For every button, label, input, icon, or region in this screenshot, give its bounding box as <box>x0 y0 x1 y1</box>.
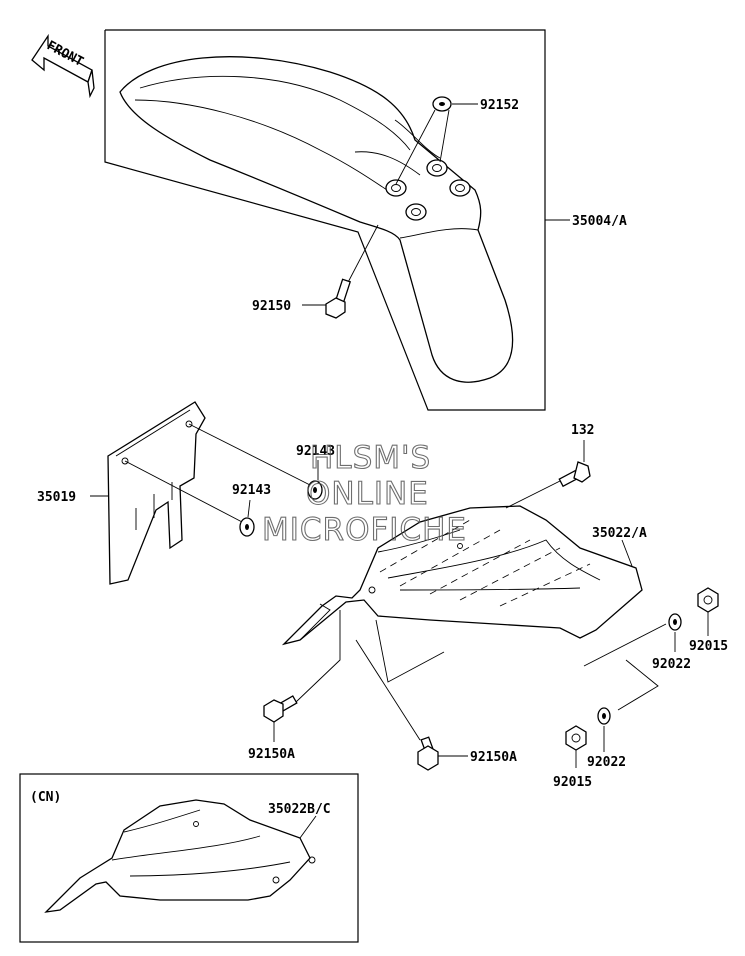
watermark-line-2: ONLINE <box>306 476 429 512</box>
label-92150: 92150 <box>252 299 291 314</box>
label-132: 132 <box>571 423 594 438</box>
leader-92143-b <box>124 460 245 524</box>
leader-92150A-a <box>295 610 341 703</box>
nut-92015-a <box>697 587 719 636</box>
bolt-92150A-a <box>263 695 298 742</box>
label-92150A-b: 92150A <box>470 750 517 765</box>
label-92022-a: 92022 <box>652 657 691 672</box>
label-35004A: 35004/A <box>572 214 627 229</box>
cn-inset-frame <box>19 773 359 943</box>
bolt-92150A-b <box>417 736 468 771</box>
label-35022BC: 35022B/C <box>268 802 331 817</box>
leader-lower-pair <box>617 659 659 711</box>
washer-92143-b <box>239 499 255 537</box>
watermark-line-1: HLSM'S <box>310 440 431 476</box>
label-35019: 35019 <box>37 490 76 505</box>
screw-132 <box>505 440 591 509</box>
label-92143-b: 92143 <box>232 483 271 498</box>
label-92143-a: 92143 <box>296 444 335 459</box>
leader-92143-a <box>188 423 313 487</box>
front-fender <box>119 56 514 383</box>
label-92015-b: 92015 <box>553 775 592 790</box>
leader-bracket <box>375 619 445 683</box>
watermark: HLSM'S ONLINE MICROFICHE <box>261 439 467 548</box>
front-arrow-icon: FRONT <box>31 33 95 99</box>
leader-92150A-b <box>355 639 421 741</box>
leader-92022-a <box>583 623 667 667</box>
washer-92022-b <box>597 707 611 752</box>
leader-35022A <box>621 539 633 567</box>
nut-92015-b <box>565 725 587 768</box>
bolt-92150 <box>302 224 379 319</box>
label-92152: 92152 <box>480 98 519 113</box>
washer-92152 <box>395 96 478 185</box>
label-92150A-a: 92150A <box>248 747 295 762</box>
front-fender-frame <box>104 29 546 411</box>
label-92015-a: 92015 <box>689 639 728 654</box>
washer-92022-a <box>668 613 682 652</box>
label-35022A: 35022/A <box>592 526 647 541</box>
label-cn: (CN) <box>30 790 61 805</box>
label-92022-b: 92022 <box>587 755 626 770</box>
leader-35022BC <box>299 815 317 839</box>
watermark-line-3: MICROFICHE <box>262 512 467 548</box>
rear-fender <box>281 505 643 646</box>
number-plate-35019 <box>90 401 206 585</box>
washer-92143-a <box>307 460 323 500</box>
rear-fender-cn <box>44 799 316 913</box>
